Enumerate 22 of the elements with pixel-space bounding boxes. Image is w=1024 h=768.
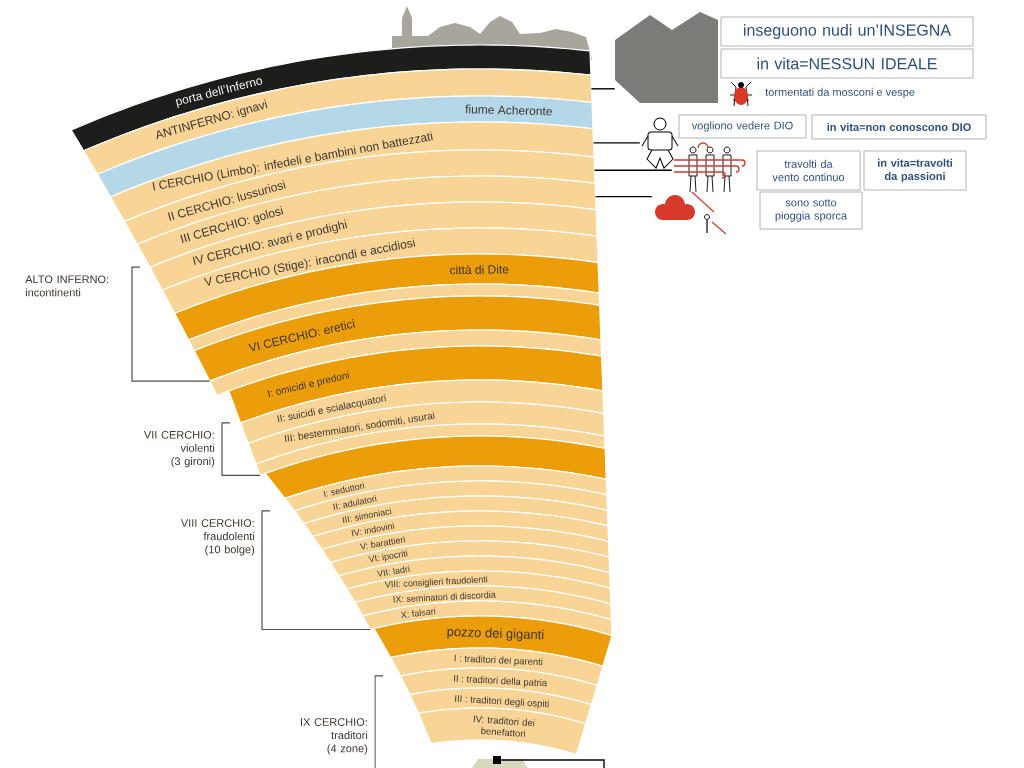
text-box: in vita=travolti da passioni bbox=[863, 150, 967, 191]
baby-icon bbox=[641, 117, 679, 169]
side-label: ALTO INFERNO: incontinenti bbox=[25, 275, 109, 297]
caption-text: tormentati da mosconi e vespe bbox=[765, 87, 915, 99]
leader-line bbox=[594, 195, 653, 198]
side-label: IX CERCHIO: traditori (4 zone) bbox=[301, 718, 368, 755]
leader-line bbox=[590, 88, 616, 90]
rain-cloud-icon bbox=[655, 191, 727, 235]
leader-line bbox=[593, 169, 673, 171]
text-box: travolti da vento continuo bbox=[756, 150, 861, 191]
leader-line bbox=[500, 759, 605, 768]
painting-block bbox=[615, 12, 718, 103]
side-label: VIII CERCHIO: fraudolenti (10 bolge) bbox=[180, 519, 255, 556]
text-box: vogliono vedere DIO bbox=[678, 114, 807, 139]
text-box: in vita=NESSUN IDEALE bbox=[720, 48, 974, 79]
square-marker bbox=[493, 756, 501, 764]
side-label: VII CERCHIO: violenti (3 gironi) bbox=[143, 430, 215, 468]
text-box: inseguono nudi un’INSEGNA bbox=[720, 16, 974, 47]
wind-figures-icon bbox=[673, 142, 746, 193]
text-box: sono sotto pioggia sporca bbox=[759, 191, 863, 230]
text-box: in vita=non conoscono DIO bbox=[811, 114, 987, 140]
leader-line bbox=[592, 142, 641, 144]
